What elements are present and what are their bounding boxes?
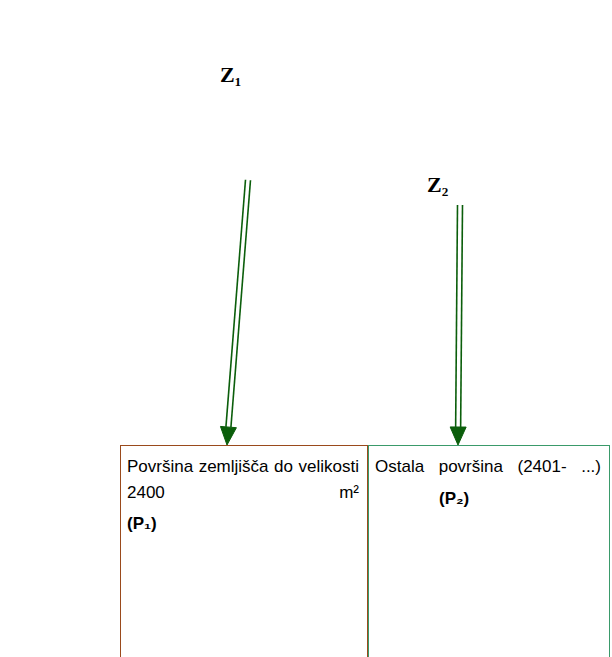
cell-text: Ostala površina (2401- ...) bbox=[375, 454, 601, 480]
table-cell: Površina zemljišča do velikosti 2400 m² (… bbox=[120, 445, 368, 657]
cell-symbol: (P₂) bbox=[375, 486, 601, 512]
double-arrow bbox=[450, 205, 466, 445]
cell-text: Površina zemljišča do velikosti 2400 m² bbox=[127, 454, 359, 505]
arrow-shaft bbox=[231, 180, 251, 427]
region-outline bbox=[115, 12, 612, 284]
region-shadow bbox=[151, 21, 468, 219]
region-label: Z₂ bbox=[427, 172, 448, 197]
region-fill bbox=[120, 15, 607, 275]
arrow-shaft bbox=[456, 205, 458, 427]
arrow-shaft bbox=[226, 180, 246, 427]
region-shape: Z₁ bbox=[145, 15, 470, 220]
region-label: Z₁ bbox=[220, 62, 241, 87]
region-shadow bbox=[126, 21, 612, 281]
arrow-head bbox=[220, 426, 236, 445]
table-cell: Ostala površina (2401- ...) (P₂) bbox=[368, 445, 610, 657]
double-arrow bbox=[220, 180, 250, 445]
arrow-shaft bbox=[461, 205, 463, 427]
cell-symbol: (P₁) bbox=[127, 511, 359, 537]
region-shape: Z₂ Z₁ bbox=[115, 12, 612, 284]
region-fill bbox=[145, 15, 462, 213]
region-outline bbox=[145, 15, 470, 220]
arrow-head bbox=[450, 427, 466, 445]
